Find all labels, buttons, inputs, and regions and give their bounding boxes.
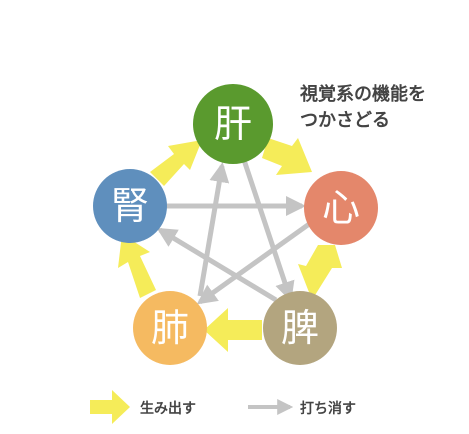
- node-kidney-label: 腎: [111, 184, 149, 228]
- legend: 生み出す 打ち消す: [90, 390, 356, 424]
- legend-generate-arrow: [90, 390, 130, 424]
- node-spleen-label: 脾: [281, 306, 319, 350]
- node-spleen: 脾: [263, 291, 337, 365]
- node-heart: 心: [304, 171, 378, 245]
- generate-arrow-kidney-to-liver: [150, 140, 202, 186]
- control-arrows: [156, 159, 314, 305]
- control-arrow-spleen-to-kidney: [156, 227, 278, 303]
- node-lung: 肺: [133, 291, 207, 365]
- node-kidney-circle: [93, 169, 167, 243]
- legend-generate-label: 生み出す: [140, 400, 196, 417]
- node-heart-circle: [304, 171, 378, 245]
- control-arrow-liver-to-spleen: [241, 159, 295, 302]
- generate-arrow-heart-to-spleen: [298, 245, 342, 300]
- generate-arrow-lung-to-kidney: [118, 234, 156, 298]
- node-liver-label: 肝: [214, 102, 252, 146]
- node-liver-circle: [193, 84, 273, 164]
- caption-line-2: つかさどる: [300, 110, 390, 131]
- node-liver: 肝: [193, 84, 273, 164]
- node-spleen-circle: [263, 291, 337, 365]
- control-arrow-heart-to-lung: [196, 219, 314, 305]
- generate-arrow-liver-to-heart: [262, 138, 312, 175]
- control-arrow-lung-to-liver: [197, 162, 230, 297]
- generate-arrows: [118, 138, 342, 352]
- node-lung-circle: [133, 291, 207, 365]
- caption-line-1: 視覚系の機能を: [299, 83, 426, 105]
- generate-arrow-spleen-to-lung: [204, 308, 262, 352]
- node-kidney: 腎: [93, 169, 167, 243]
- node-heart-label: 心: [322, 186, 360, 230]
- node-lung-label: 肺: [151, 306, 189, 350]
- legend-control-label: 打ち消す: [300, 400, 356, 417]
